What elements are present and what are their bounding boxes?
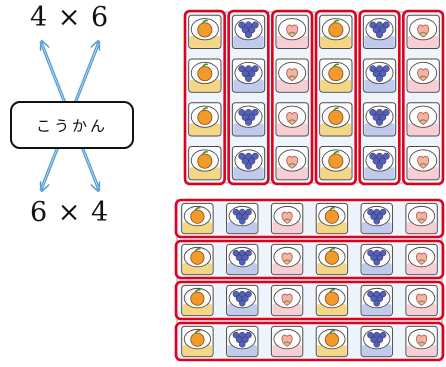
grape-cup <box>231 102 266 137</box>
row-highlight <box>174 280 445 321</box>
orange-cup <box>188 146 222 181</box>
peach-cup <box>406 146 440 181</box>
peach-cup <box>406 102 440 137</box>
orange-cup <box>319 58 353 93</box>
peach-cup <box>406 58 440 93</box>
row-highlight <box>174 239 445 280</box>
grape-cup <box>360 202 393 235</box>
column-highlight <box>227 9 270 186</box>
orange-cup <box>315 284 349 317</box>
orange-cup <box>188 14 222 49</box>
grape-cup <box>362 146 397 181</box>
column-highlight <box>183 9 226 186</box>
grape-cup <box>226 325 259 358</box>
peach-cup <box>405 325 438 358</box>
orange-cup <box>319 102 353 137</box>
peach-cup <box>275 58 309 93</box>
peach-cup <box>405 284 438 317</box>
peach-cup <box>270 284 304 317</box>
orange-cup <box>315 243 349 276</box>
orange-cup <box>315 325 349 358</box>
grape-cup <box>362 14 397 49</box>
grape-cup <box>231 14 266 49</box>
grape-cup <box>226 243 259 276</box>
orange-cup <box>188 58 222 93</box>
orange-cup <box>181 243 214 276</box>
peach-cup <box>275 146 309 181</box>
peach-cup <box>270 243 304 276</box>
grape-cup <box>226 202 259 235</box>
peach-cup <box>270 325 304 358</box>
row-highlight <box>174 198 445 239</box>
column-highlight <box>314 9 357 186</box>
peach-cup <box>270 202 304 235</box>
grape-cup <box>231 146 266 181</box>
peach-cup <box>275 102 309 137</box>
grape-cup <box>362 58 397 93</box>
expression-top: 4 × 6 <box>30 2 110 33</box>
exchange-label-box: こうかん <box>10 101 134 149</box>
column-highlight <box>271 9 314 186</box>
peach-cup <box>406 14 440 49</box>
orange-cup <box>188 102 222 137</box>
grape-cup <box>231 58 266 93</box>
peach-cup <box>405 202 438 235</box>
orange-cup <box>319 146 353 181</box>
grape-cup <box>362 102 397 137</box>
orange-cup <box>319 14 353 49</box>
grape-cup <box>360 243 393 276</box>
peach-cup <box>275 14 309 49</box>
orange-cup <box>315 202 349 235</box>
grape-cup <box>226 284 259 317</box>
peach-cup <box>405 243 438 276</box>
column-highlight <box>402 9 445 186</box>
bottom-tray-board <box>176 199 443 361</box>
expression-bottom: 6 × 4 <box>30 197 110 228</box>
orange-cup <box>181 284 214 317</box>
grape-cup <box>360 284 393 317</box>
grape-cup <box>360 325 393 358</box>
orange-cup <box>181 202 214 235</box>
orange-cup <box>181 325 214 358</box>
column-highlight <box>358 9 401 186</box>
row-highlight <box>174 321 445 362</box>
